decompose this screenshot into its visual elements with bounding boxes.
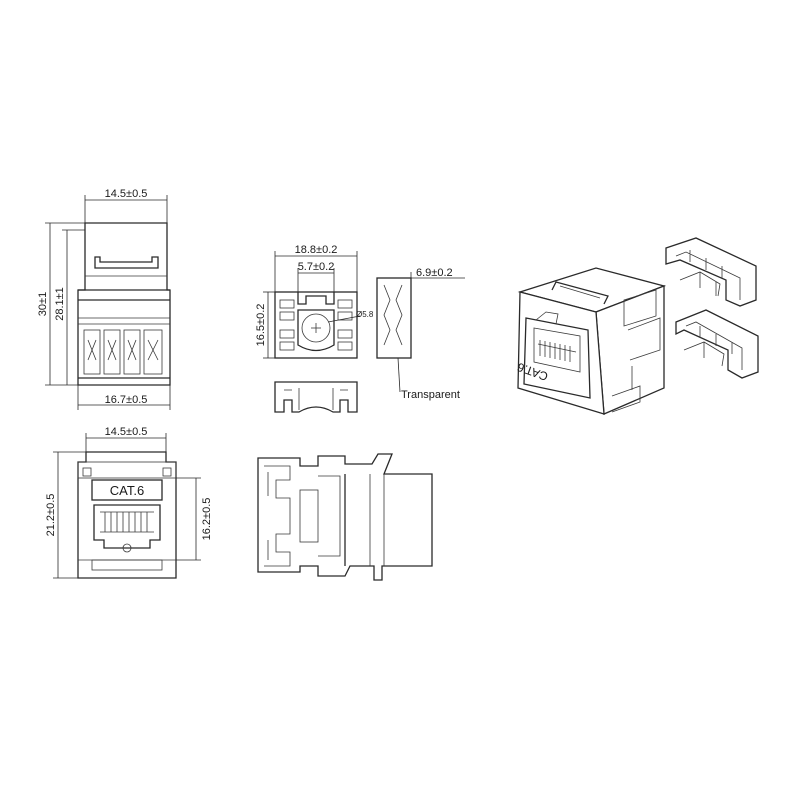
dim-front-height: 21.2±0.5 bbox=[45, 494, 57, 537]
dim-rear-width: 18.8±0.2 bbox=[295, 244, 338, 256]
isometric-view: CAT.6 bbox=[515, 237, 759, 415]
dim-top-bottom-width: 16.7±0.5 bbox=[105, 394, 148, 406]
cap-material-label: Transparent bbox=[401, 389, 460, 401]
front-view: CAT.6 14.5±0.5 21.2±0.5 bbox=[45, 426, 213, 579]
dim-top-width: 14.5±0.5 bbox=[105, 188, 148, 200]
dim-top-height-body: 28.1±1 bbox=[54, 287, 66, 321]
dim-cap-width: 6.9±0.2 bbox=[416, 267, 453, 279]
dim-front-width: 14.5±0.5 bbox=[105, 426, 148, 438]
side-view bbox=[257, 453, 433, 581]
rear-view: Ø5.8 18.8±0.2 5.7±0.2 16.5±0.2 bbox=[255, 244, 374, 413]
dim-rear-slot: 5.7±0.2 bbox=[298, 261, 335, 273]
dim-top-height-overall: 30±1 bbox=[37, 292, 49, 316]
dim-rear-hole: Ø5.8 bbox=[356, 310, 374, 319]
dim-front-inner-height: 16.2±0.5 bbox=[201, 498, 213, 541]
front-cat6-marking: CAT.6 bbox=[110, 483, 144, 498]
top-view: 14.5±0.5 30±1 28.1±1 16.7±0.5 bbox=[37, 188, 171, 410]
dim-rear-height: 16.5±0.2 bbox=[255, 304, 267, 347]
cap-side-view: 6.9±0.2 Transparent bbox=[376, 267, 465, 401]
